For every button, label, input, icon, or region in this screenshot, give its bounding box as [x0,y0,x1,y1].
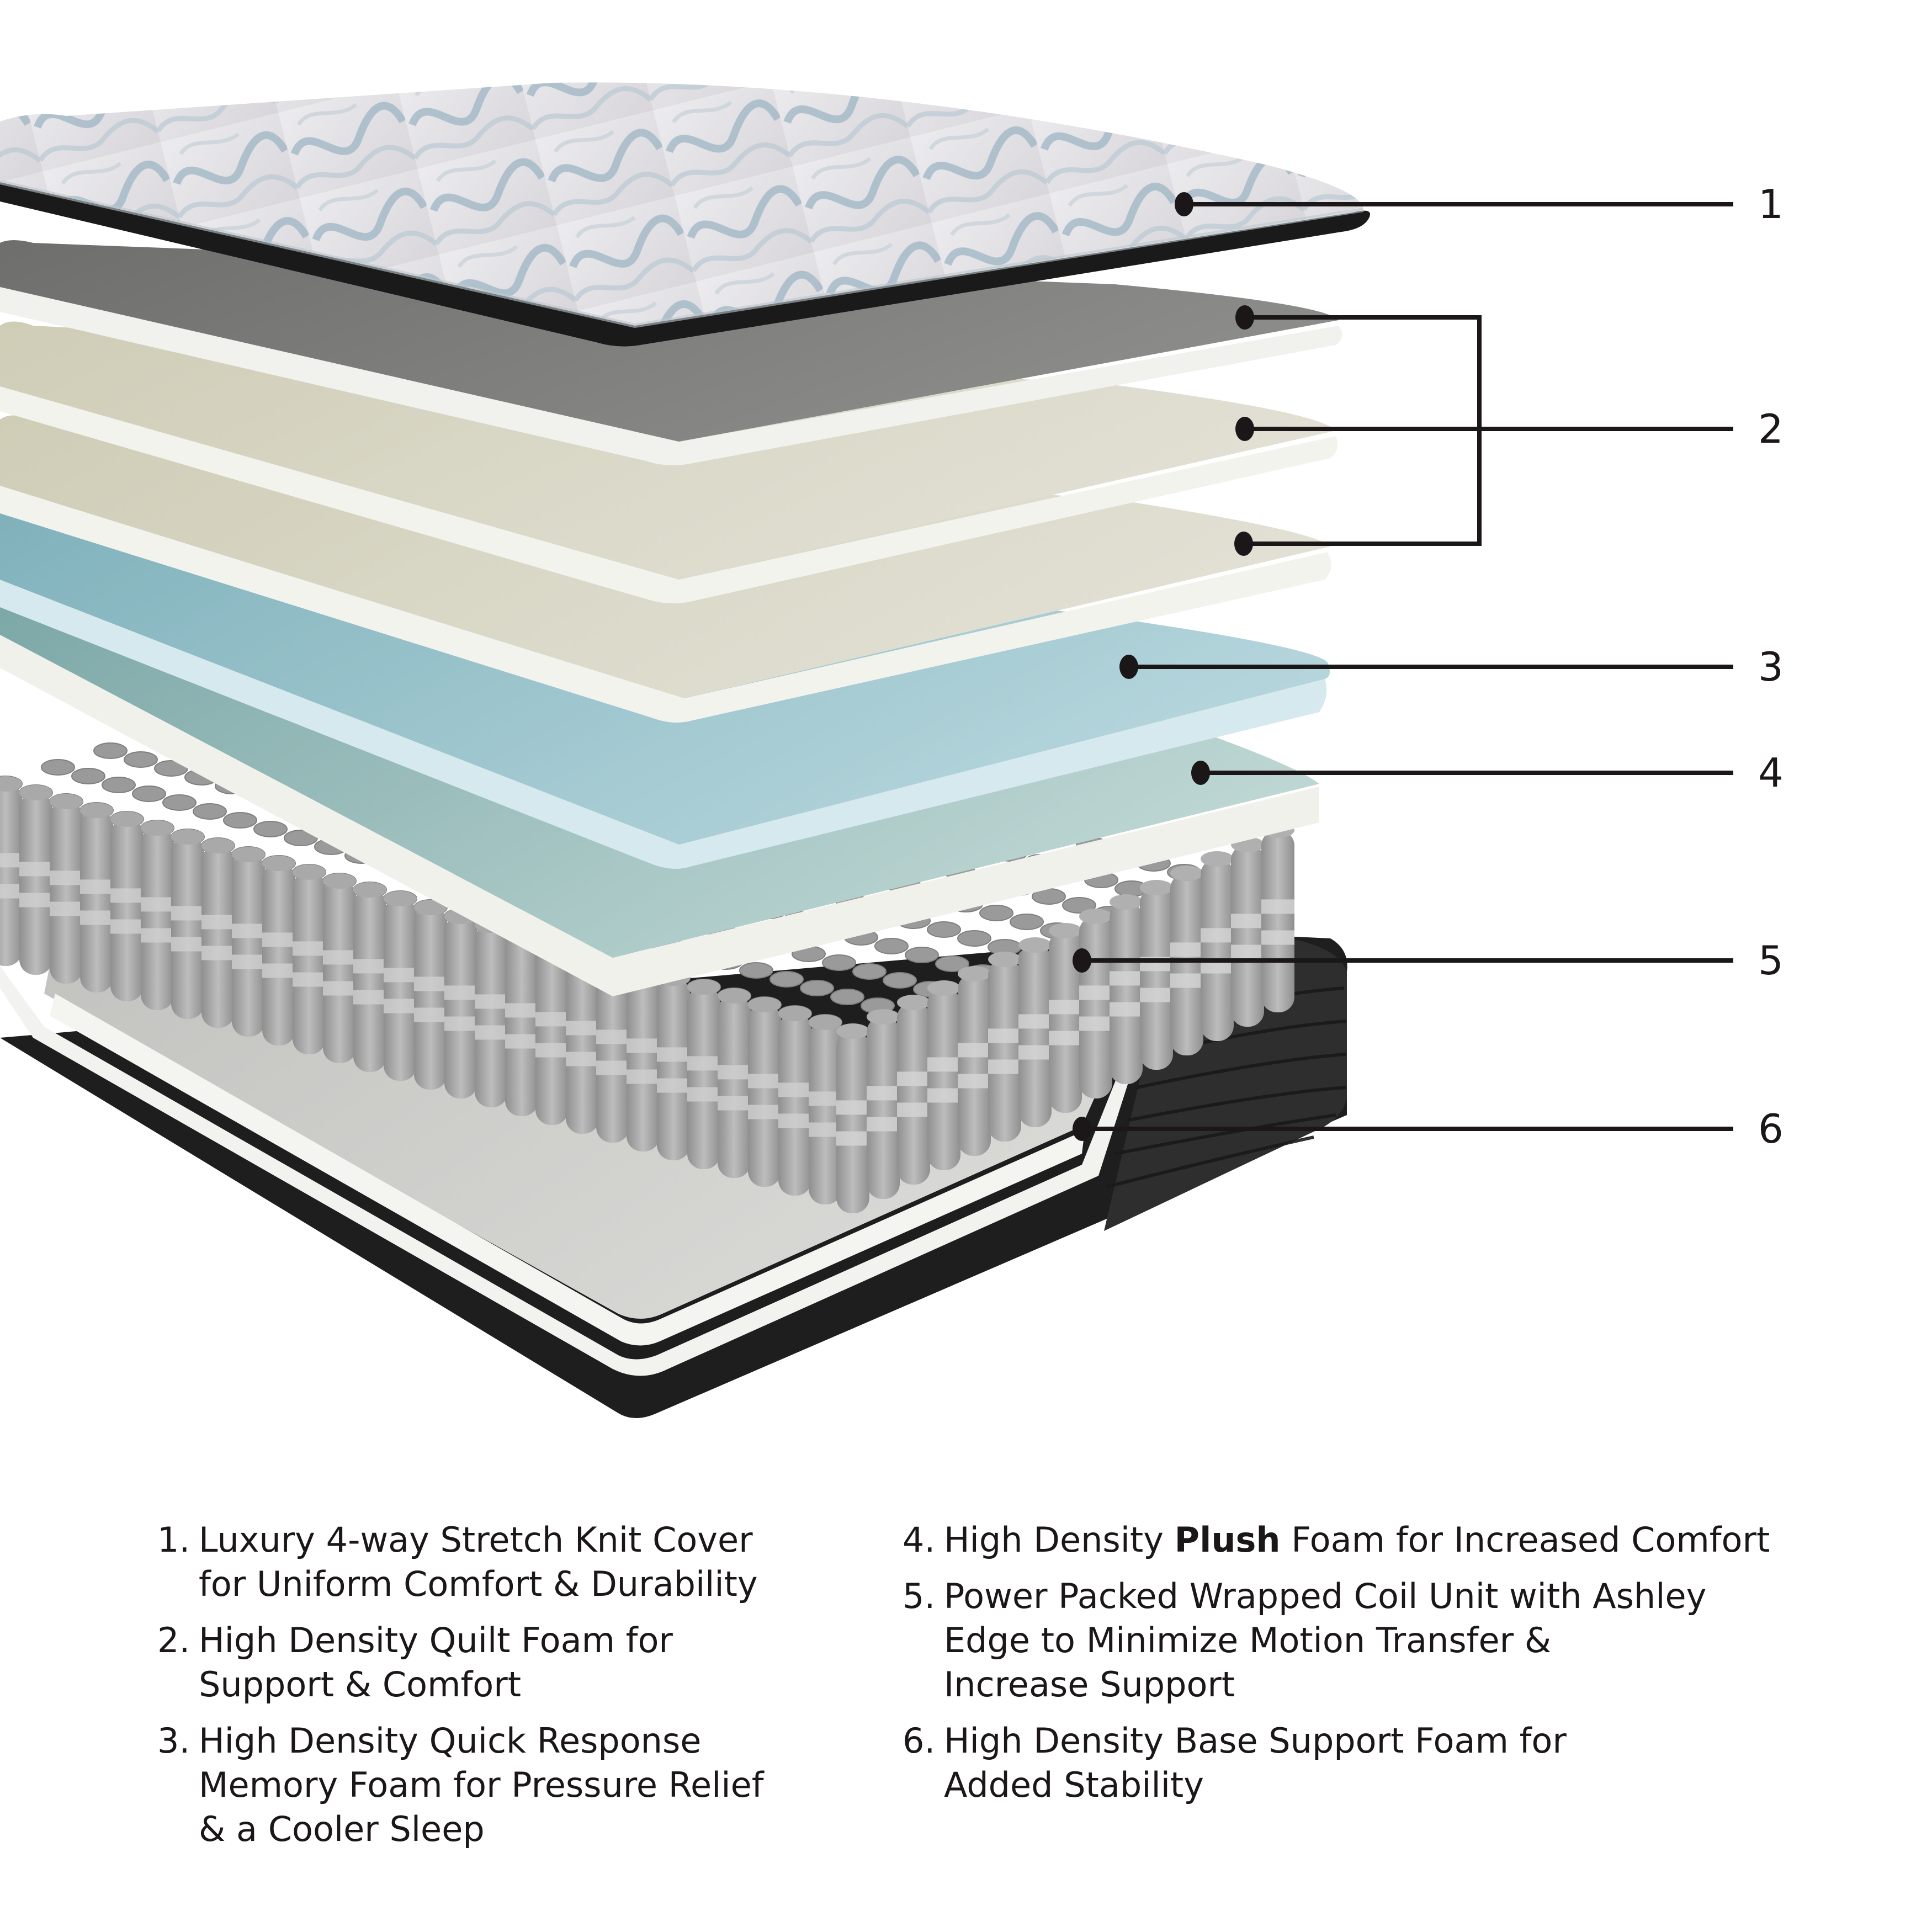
legend-item-1: 1. Luxury 4-way Stretch Knit Cover for U… [157,1518,820,1606]
callout-dot [1073,1117,1091,1141]
callout-6 [1073,1117,1733,1141]
legend-number: 5. [903,1576,936,1616]
callout-dot [1175,192,1193,216]
legend-text: High Density Base Support Foam for [944,1721,1567,1761]
callout-4 [1191,761,1733,785]
knit-cover-layer [0,82,1370,347]
legend-text: Power Packed Wrapped Coil Unit with Ashl… [944,1576,1707,1616]
legend-item-3: 3. High Density Quick Response Memory Fo… [157,1719,820,1851]
callout-1 [1175,192,1733,216]
legend-item-5: 5. Power Packed Wrapped Coil Unit with A… [903,1574,1841,1707]
callout-number-5: 5 [1758,937,1784,984]
callout-number-2: 2 [1758,406,1784,452]
legend-text: High Density Quilt Foam for [199,1620,673,1660]
callout-number-3: 3 [1758,644,1784,690]
callout-5 [1073,948,1733,973]
legend-item-6: 6. High Density Base Support Foam for Ad… [903,1719,1841,1807]
legend-number: 1. [157,1520,190,1560]
legend-text: Added Stability [944,1765,1204,1805]
legend-item-4: 4. High Density Plush Foam for Increased… [903,1518,1841,1562]
legend-number: 4. [903,1520,936,1560]
callout-dot [1191,761,1210,785]
callout-lines [1073,192,1733,1141]
legend-number: 2. [157,1620,190,1660]
legend-text: Edge to Minimize Motion Transfer & [944,1620,1552,1660]
legend-text-part: High Density [944,1520,1175,1560]
callout-2 [1234,305,1733,556]
legend-number: 6. [903,1721,936,1761]
callout-number-4: 4 [1758,750,1784,796]
quilt-foam-layer-1 [0,240,1342,466]
legend-item-2: 2. High Density Quilt Foam for Support &… [157,1618,820,1707]
legend-column-left: 1. Luxury 4-way Stretch Knit Cover for U… [157,1518,820,1864]
legend-text: for Uniform Comfort & Durability [199,1564,758,1604]
callout-dot [1235,417,1254,441]
legend-text: & a Cooler Sleep [199,1809,485,1849]
callout-dot [1073,948,1091,973]
callout-number-6: 6 [1758,1106,1784,1152]
legend-text: Luxury 4-way Stretch Knit Cover [199,1520,753,1560]
callout-dot [1234,532,1253,556]
callout-dot [1235,305,1254,330]
legend-text: High Density Plush Foam for Increased Co… [944,1518,1841,1562]
callout-3 [1119,655,1733,679]
mattress-layer-diagram [0,82,1733,1418]
legend-number: 3. [157,1721,190,1761]
callout-dot [1119,655,1138,679]
cutaway-edge [0,933,1264,1376]
legend-text: Memory Foam for Pressure Relief [199,1765,764,1805]
callout-number-1: 1 [1758,181,1784,227]
legend-text: High Density Quick Response [199,1721,702,1761]
legend-text-part: Foam for Increased Comfort [1280,1520,1770,1560]
legend-emphasis: Plush [1174,1520,1281,1560]
legend-text: Increase Support [944,1664,1235,1705]
legend-column-right: 4. High Density Plush Foam for Increased… [903,1518,1841,1819]
legend-text: Support & Comfort [199,1664,522,1705]
